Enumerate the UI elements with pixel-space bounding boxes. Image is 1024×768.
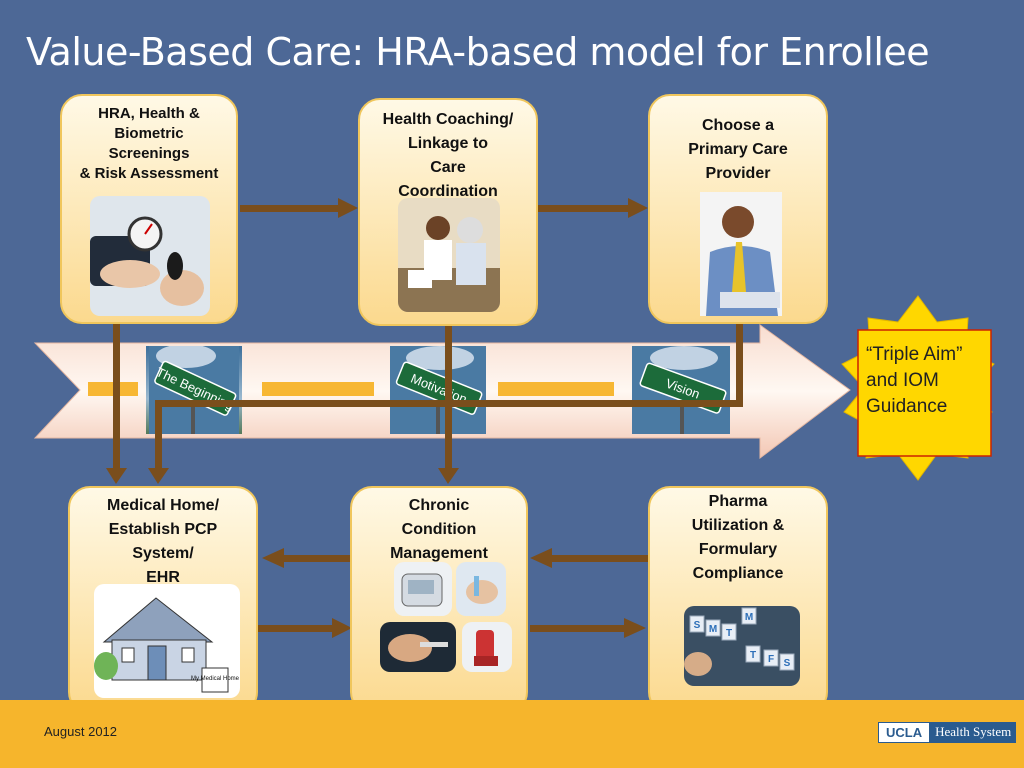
connector-loop-down (155, 400, 162, 470)
inhaler-photo (462, 622, 512, 672)
svg-text:M: M (709, 624, 717, 635)
box-label: Choose a Primary Care Provider (688, 117, 788, 182)
timeline-dash (498, 382, 614, 396)
box-health-coaching: Health Coaching/ Linkage to Care Coordin… (358, 98, 538, 326)
connector-hra-down (113, 322, 120, 470)
box-choose-pcp: Choose a Primary Care Provider (648, 94, 828, 324)
bp-monitor-photo (394, 562, 452, 616)
house-sign-text: My Medical Home (191, 676, 240, 682)
svg-text:M: M (745, 612, 753, 623)
footer-date: August 2012 (44, 724, 118, 739)
svg-text:F: F (768, 654, 774, 665)
doctor-photo (700, 192, 782, 316)
footer-bar (0, 700, 1024, 768)
connector-coaching-down (445, 322, 452, 470)
box-label: Pharma Utilization & Formulary Complianc… (691, 493, 785, 582)
svg-text:T: T (750, 650, 756, 661)
blood-pressure-photo (90, 196, 210, 316)
box-chronic-condition: Chronic Condition Management (350, 486, 528, 714)
slide-title: Value-Based Care: HRA-based model for En… (26, 30, 930, 74)
callout-box (857, 329, 992, 457)
logo-ucla-text: UCLA (878, 722, 931, 743)
ucla-logo: UCLA Health System (878, 722, 1017, 743)
svg-text:S: S (784, 658, 791, 669)
box-label: Health Coaching/ Linkage to Care Coordin… (382, 111, 514, 200)
sign-vision-image: Vision (632, 346, 730, 434)
box-pharma-utilization: Pharma Utilization & Formulary Complianc… (648, 486, 828, 714)
logo-health-system-text: Health System (930, 722, 1017, 743)
box-label: Chronic Condition Management (390, 497, 488, 562)
box-medical-home: Medical Home/ Establish PCP System/ EHR … (68, 486, 258, 714)
box-hra-screenings: HRA, Health & Biometric Screenings & Ris… (60, 94, 238, 324)
svg-text:S: S (694, 620, 701, 631)
box-label: HRA, Health & Biometric Screenings & Ris… (79, 105, 219, 182)
insulin-photo (380, 622, 456, 672)
timeline-dash (262, 382, 374, 396)
connector-loop-horizontal (155, 400, 743, 407)
glucose-test-photo (456, 562, 506, 616)
box-label: Medical Home/ Establish PCP System/ EHR (106, 497, 220, 586)
svg-text:T: T (726, 628, 732, 639)
connector-pcp-loop (736, 322, 743, 406)
medical-home-illustration: My Medical Home (94, 584, 240, 698)
callout-text: “Triple Aim” and IOM Guidance (866, 344, 963, 417)
coaching-photo (398, 198, 500, 312)
